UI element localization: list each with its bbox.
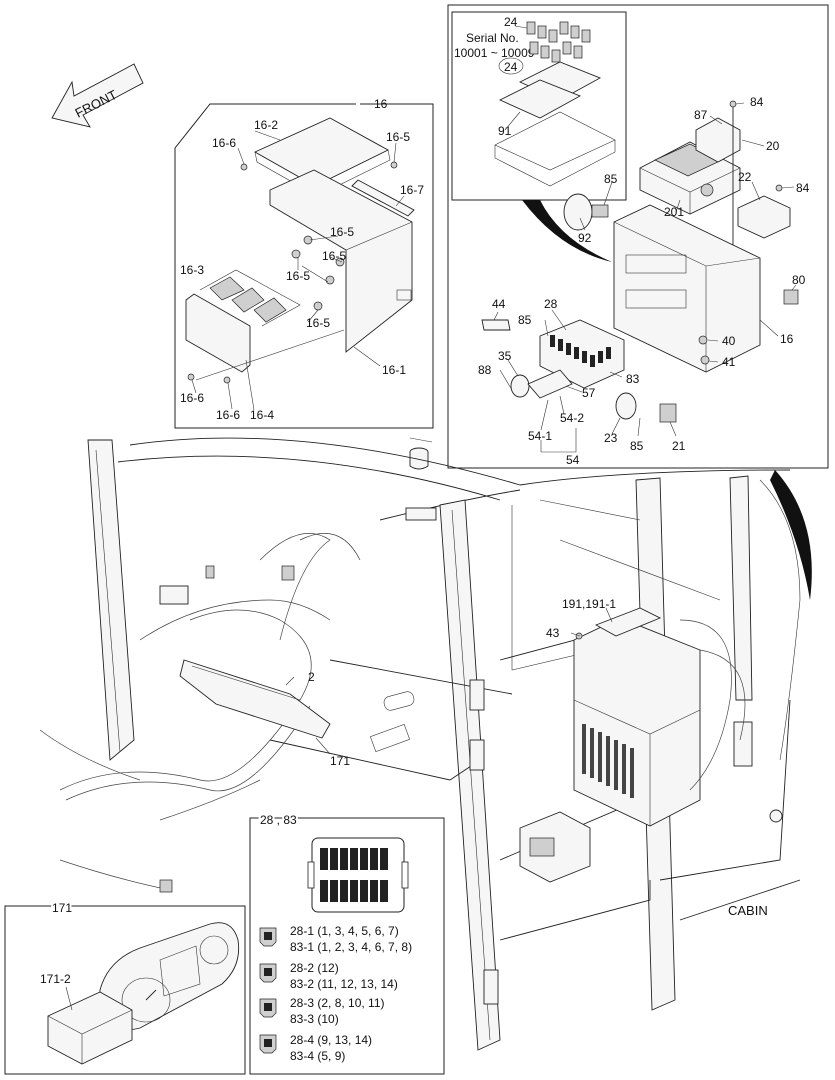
- label-83: 83: [626, 372, 640, 386]
- label-44: 44: [492, 297, 506, 311]
- horn-35: [510, 374, 530, 398]
- label-16-6-a: 16-6: [212, 136, 236, 150]
- cluster-box-title: 171: [52, 901, 72, 915]
- fuse-row-2-line1: 28-2 (12): [290, 961, 339, 975]
- fuse-row-3-line1: 28-3 (2, 8, 10, 11): [290, 996, 385, 1010]
- label-54-1: 54-1: [528, 429, 552, 443]
- inset-serial-label: Serial No.: [466, 31, 519, 45]
- relay-80: [783, 289, 799, 305]
- label-85-c: 85: [630, 439, 644, 453]
- label-85-b: 85: [518, 313, 532, 327]
- cabin-label: CABIN: [728, 903, 768, 918]
- fuse-row-1-line1: 28-1 (1, 3, 4, 5, 6, 7): [290, 924, 399, 938]
- label-16: 16: [780, 332, 794, 346]
- label-80: 80: [792, 273, 806, 287]
- label-16-7: 16-7: [400, 183, 424, 197]
- inset-part-24-circled: 24: [504, 60, 518, 74]
- front-arrow: FRONT: [51, 63, 144, 128]
- inset-part-91: 91: [498, 124, 512, 138]
- label-16-2: 16-2: [254, 118, 278, 132]
- label-88: 88: [478, 363, 492, 377]
- fuse-row-2: 28-2 (12) 83-2 (11, 12, 13, 14): [259, 961, 398, 991]
- label-28: 28: [544, 297, 558, 311]
- buzzer-92: [563, 193, 593, 231]
- label-16-3: 16-3: [180, 263, 204, 277]
- label-92: 92: [578, 231, 592, 245]
- label-16-4: 16-4: [250, 408, 274, 422]
- fuse-row-1-line2: 83-1 (1, 2, 3, 4, 6, 7, 8): [290, 940, 412, 954]
- label-35: 35: [498, 349, 512, 363]
- fuse-row-2-line2: 83-2 (11, 12, 13, 14): [290, 977, 398, 991]
- label-21: 21: [672, 439, 686, 453]
- relay-plate: [185, 293, 251, 373]
- fuse-legend-title: 28 , 83: [260, 813, 297, 827]
- mounted-cluster-171: [179, 659, 331, 739]
- cabin-swoosh: [770, 470, 812, 600]
- inset-relays: [494, 21, 616, 187]
- label-2: 2: [308, 670, 315, 684]
- fuse-row-3: 28-3 (2, 8, 10, 11) 83-3 (10): [259, 996, 385, 1026]
- label-16-5-e: 16-5: [306, 316, 330, 330]
- label-171: 171: [330, 754, 350, 768]
- right-assembly-box: 24 Serial No. 10001 ~ 10009 24 91: [447, 4, 829, 469]
- label-16-5-d: 16-5: [286, 269, 310, 283]
- fuse-row-4-line1: 28-4 (9, 13, 14): [290, 1033, 372, 1047]
- label-87: 87: [694, 108, 708, 122]
- bracket-57: [527, 369, 573, 399]
- label-57: 57: [582, 386, 596, 400]
- bracket-rail: [351, 179, 415, 217]
- sticker-44: [481, 319, 511, 331]
- inset-serial-range: 10001 ~ 10009: [454, 46, 535, 60]
- fuse-row-1: 28-1 (1, 3, 4, 5, 6, 7) 83-1 (1, 2, 3, 4…: [259, 924, 412, 954]
- part-23: [615, 392, 637, 420]
- fuse-row-4: 28-4 (9, 13, 14) 83-4 (5, 9): [259, 1033, 372, 1063]
- mount-bracket: [613, 204, 761, 373]
- label-41: 41: [722, 355, 736, 369]
- label-16-5-c: 16-5: [322, 249, 346, 263]
- fuse-row-3-line2: 83-3 (10): [290, 1012, 339, 1026]
- cluster-cover: [47, 991, 133, 1065]
- cabin-electrical-box: [573, 617, 701, 827]
- cabin-illustration: 2 171 191,191-1 43 CABIN: [39, 437, 812, 1051]
- fuse-legend-box: 28 , 83 28-1 (1, 3, 4, 5, 6, 7) 83-: [249, 811, 445, 1075]
- fuse-row-4-line2: 83-4 (5, 9): [290, 1049, 345, 1063]
- inset-part-24: 24: [504, 15, 518, 29]
- label-54-2: 54-2: [560, 411, 584, 425]
- label-23: 23: [604, 431, 618, 445]
- label-84-a: 84: [750, 95, 764, 109]
- label-16-5-b: 16-5: [330, 225, 354, 239]
- fuse-block-fuses: [550, 335, 611, 367]
- label-85-a: 85: [604, 172, 618, 186]
- label-20: 20: [766, 139, 780, 153]
- label-16-6-c: 16-6: [216, 408, 240, 422]
- label-16-6-b: 16-6: [180, 391, 204, 405]
- label-54: 54: [566, 453, 580, 467]
- group-16-box: 16: [174, 97, 434, 429]
- relay-20: [695, 117, 741, 163]
- label-22: 22: [738, 170, 752, 184]
- module-22: [737, 195, 791, 239]
- label-16-5-a: 16-5: [386, 130, 410, 144]
- cluster-box-171: 171 171-2: [4, 899, 246, 1075]
- relay-21: [659, 403, 677, 423]
- label-191: 191,191-1: [562, 597, 616, 611]
- group-16-title: 16: [374, 97, 388, 111]
- label-16-1: 16-1: [382, 363, 406, 377]
- label-201: 201: [664, 205, 684, 219]
- label-43: 43: [546, 626, 560, 640]
- detail-swoosh: [522, 200, 612, 262]
- cluster-sub-label: 171-2: [40, 972, 71, 986]
- label-40: 40: [722, 334, 736, 348]
- label-84-b: 84: [796, 181, 810, 195]
